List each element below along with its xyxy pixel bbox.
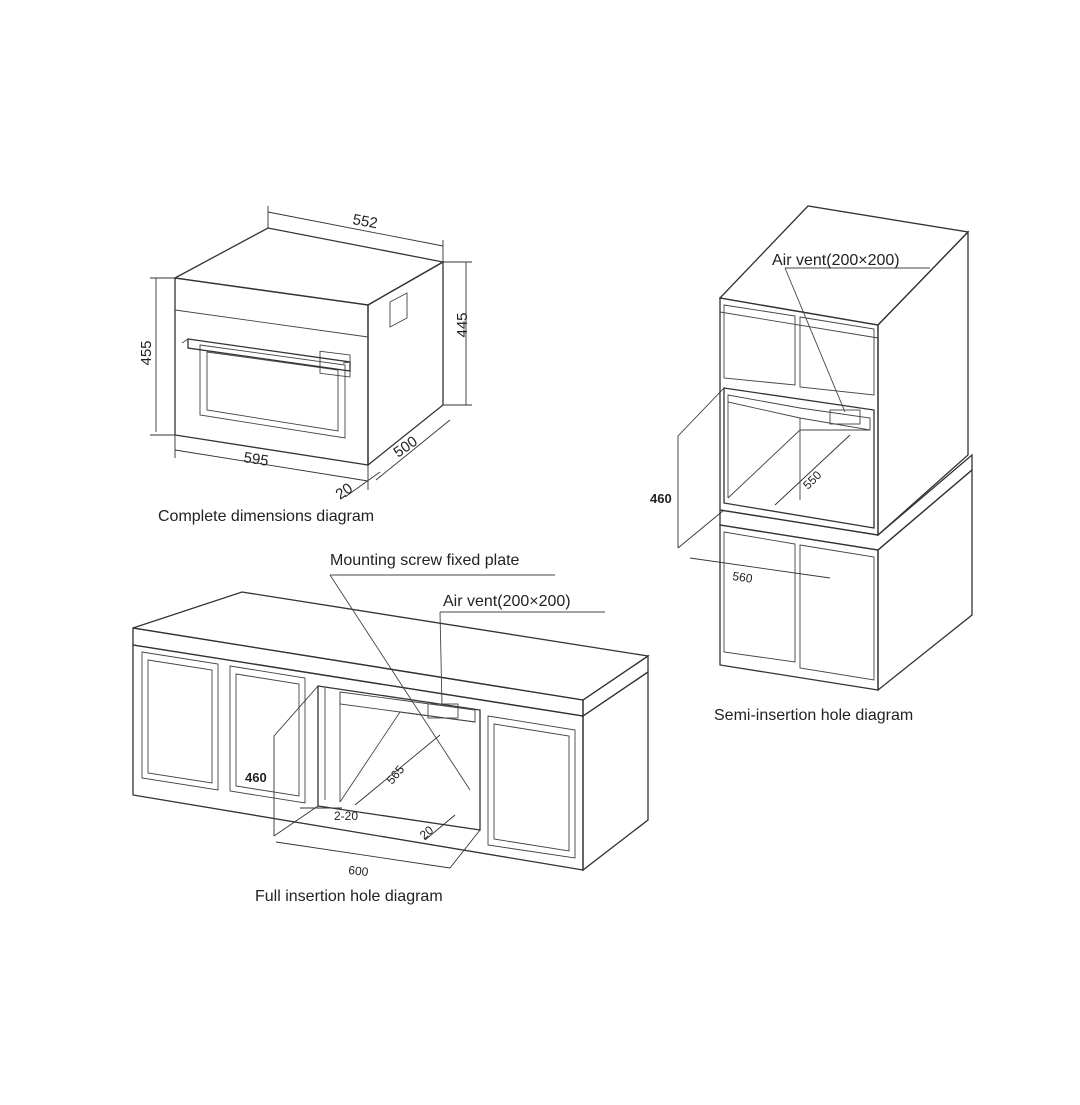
dim-600: 600 — [348, 863, 370, 879]
full-air-vent — [427, 703, 459, 719]
semi-base-front — [719, 524, 879, 691]
semi-base-side — [877, 468, 973, 692]
semi-upper-door-right — [799, 316, 875, 396]
label-air-vent-semi: Air vent(200×200) — [772, 252, 900, 269]
dim-460-semi: 460 — [650, 491, 672, 506]
full-body-front — [132, 644, 584, 871]
caption-semi: Semi-insertion hole diagram — [714, 707, 913, 724]
caption-complete: Complete dimensions diagram — [158, 508, 374, 525]
oven-door-window — [199, 344, 346, 439]
full-door-3 — [487, 715, 576, 859]
semi-lower-door-right — [799, 544, 875, 681]
dim-552: 552 — [351, 211, 379, 232]
dim-20-oven: 20 — [333, 480, 356, 503]
dim-500: 500 — [391, 433, 421, 461]
dim-565: 565 — [384, 762, 408, 787]
dim-445: 445 — [454, 312, 471, 337]
oven-drawing: 552 455 445 500 595 20 — [138, 206, 472, 503]
full-door-2 — [229, 665, 306, 804]
dim-595: 595 — [242, 449, 269, 470]
dim-460-full: 460 — [245, 770, 267, 785]
full-door-1 — [141, 651, 219, 791]
label-mounting-plate: Mounting screw fixed plate — [330, 552, 520, 569]
oven-handle — [187, 338, 351, 372]
caption-full: Full insertion hole diagram — [255, 888, 443, 905]
dim-455: 455 — [138, 340, 155, 365]
label-air-vent-full: Air vent(200×200) — [443, 593, 571, 610]
semi-cavity — [723, 387, 875, 529]
full-countertop — [132, 591, 650, 701]
semi-front-face — [719, 297, 879, 536]
oven-side-vent — [389, 292, 408, 328]
semi-side-face — [877, 230, 969, 537]
full-insertion-drawing: 565 2-20 20 600 — [132, 574, 650, 879]
full-counter-edge — [132, 627, 584, 717]
semi-lower-door-left — [723, 531, 796, 663]
dim-550: 550 — [800, 468, 824, 492]
dim-560: 560 — [732, 569, 754, 586]
dim-20-full: 20 — [417, 823, 436, 843]
semi-insertion-drawing: 550 560 — [677, 205, 973, 692]
semi-upper-door-left — [723, 304, 796, 386]
oven-display — [319, 350, 351, 378]
dim-2-20: 2-20 — [334, 809, 358, 823]
oven-top-face — [172, 227, 445, 306]
full-body-side — [582, 670, 649, 872]
semi-air-vent — [829, 409, 861, 425]
